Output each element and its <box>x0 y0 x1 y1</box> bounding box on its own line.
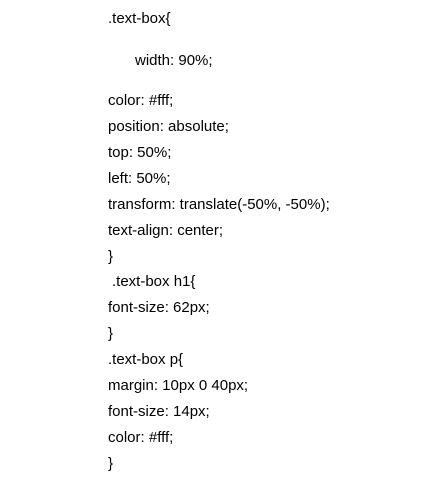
code-line-margin: margin: 10px 0 40px; <box>108 377 249 394</box>
code-line-close-brace: } <box>108 455 114 472</box>
code-line-position: position: absolute; <box>108 118 229 135</box>
code-line-top: top: 50%; <box>108 144 172 161</box>
code-line-text-align: text-align: center; <box>108 222 224 239</box>
code-line-color: color: #fff; <box>108 92 174 109</box>
code-line-left: left: 50%; <box>108 170 171 187</box>
code-line-color-p: color: #fff; <box>108 429 174 446</box>
code-line-width: width: 90%; <box>135 52 213 69</box>
code-line-close-brace: } <box>108 248 114 265</box>
code-line-close-brace: } <box>108 325 114 342</box>
code-line-selector-p: .text-box p{ <box>108 351 184 368</box>
code-line-transform: transform: translate(-50%, -50%); <box>108 196 330 213</box>
code-line-font-size-h1: font-size: 62px; <box>108 299 210 316</box>
code-line-selector-text-box: .text-box{ <box>108 10 171 27</box>
code-line-font-size-p: font-size: 14px; <box>108 403 210 420</box>
code-line-selector-h1: .text-box h1{ <box>112 273 196 290</box>
